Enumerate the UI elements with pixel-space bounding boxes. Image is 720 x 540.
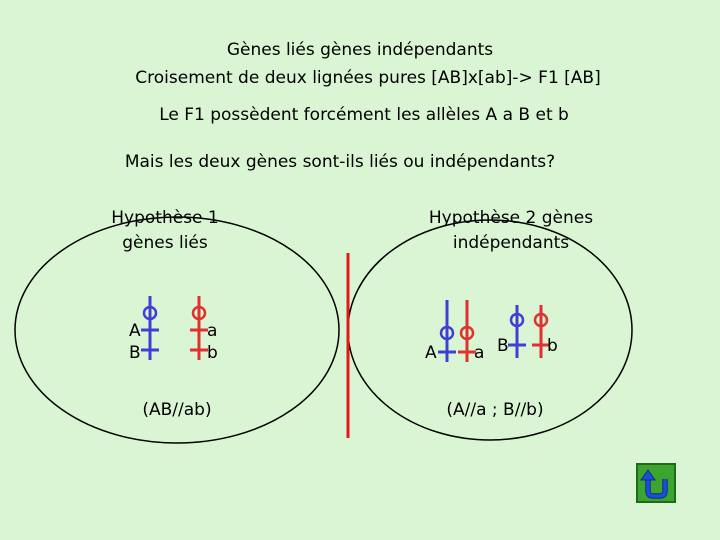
title-line-1: Gènes liés gènes indépendants [226,40,494,60]
chromosome-red-a [458,300,476,362]
hypothesis-2-title: Hypothèse 2 gènes [428,208,594,228]
allele-label-B2: B [497,336,509,356]
u-turn-arrow-icon [640,469,668,499]
allele-label-b2: b [547,336,558,356]
allele-label-a1: a [207,321,217,341]
hypothesis-2-genotype: (A//a ; B//b) [446,400,543,420]
hypothesis-1-cell [14,216,340,444]
title-line-2: Croisement de deux lignées pures [AB]x[a… [135,68,601,88]
allele-label-A2: A [425,343,437,363]
hypothesis-1-genotype: (AB//ab) [142,400,211,420]
chromosome-blue-B [508,305,526,358]
chromosome-red-b [532,305,550,358]
hypothesis-1-subtitle: gènes liés [122,233,208,253]
allele-label-B1: B [129,343,141,363]
allele-label-b1: b [207,343,218,363]
allele-label-a2: a [474,343,484,363]
hypothesis-2-subtitle: indépendants [452,233,570,253]
question-text: Mais les deux gènes sont-ils liés ou ind… [124,152,556,172]
allele-label-A1: A [129,321,141,341]
chromosome-blue-A [438,300,456,362]
chromosome-blue-AB [141,296,159,360]
back-button[interactable] [636,463,676,503]
chromosome-red-ab [190,296,208,360]
statement-text: Le F1 possèdent forcément les allèles A … [159,105,569,125]
